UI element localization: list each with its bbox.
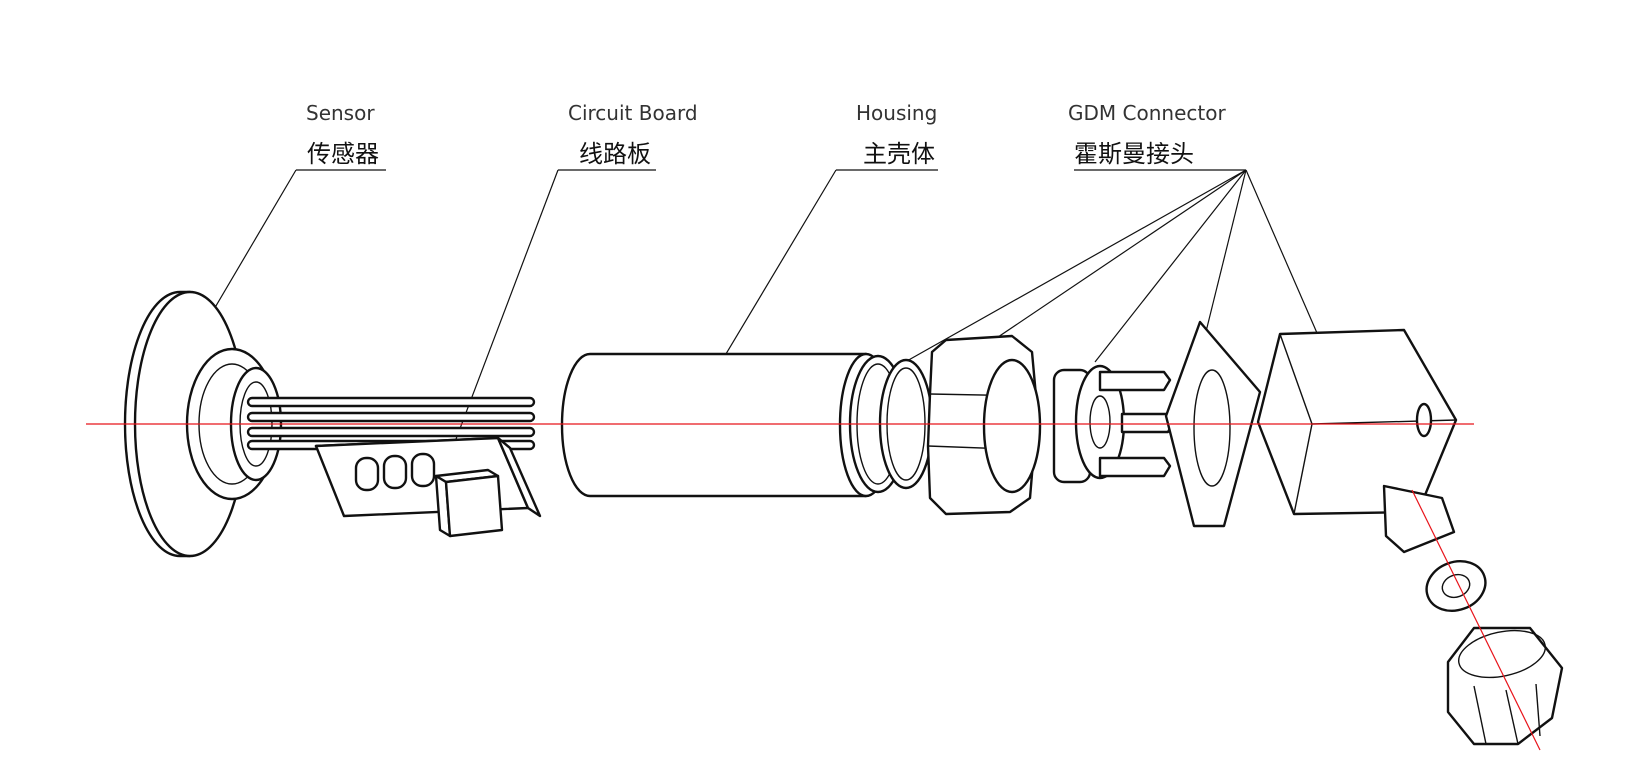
label-circuit-board-en: Circuit Board	[568, 101, 698, 125]
label-gdm-connector: GDM Connector 霍斯曼接头	[897, 101, 1335, 373]
gasket-hole	[1193, 369, 1231, 487]
label-sensor-en: Sensor	[306, 101, 375, 125]
leader-line-circuit-board	[441, 169, 559, 477]
label-gdm-connector-zh: 霍斯曼接头	[1074, 140, 1194, 168]
circuit-board-side-edge	[496, 436, 542, 518]
connector-body-edge-1	[1279, 333, 1313, 425]
label-sensor-zh: 传感器	[307, 140, 379, 168]
hex-nut-bore	[982, 358, 1042, 494]
housing-tube	[560, 352, 868, 498]
cable-gland-opening	[1458, 629, 1546, 679]
capacitor-2	[382, 454, 408, 490]
cable-outlet	[1382, 484, 1456, 554]
label-gdm-connector-en: GDM Connector	[1068, 101, 1226, 125]
connector-blade-top	[1098, 370, 1172, 392]
connector-insert-hub	[1089, 395, 1111, 449]
relay-front	[444, 474, 504, 538]
leader-line-gdm-insert	[1094, 169, 1247, 363]
label-sensor: Sensor 传感器	[189, 101, 386, 351]
center-axis-gland	[1411, 489, 1541, 751]
screw-hole	[1415, 402, 1433, 438]
capacitor-1	[354, 456, 380, 492]
cable-gland-nut	[1446, 626, 1564, 746]
gdm-connector-part	[848, 320, 1564, 746]
cable-sleeve	[1425, 560, 1487, 612]
connector-blade-middle	[1120, 412, 1174, 434]
label-circuit-board-zh: 线路板	[579, 140, 651, 168]
sensor-pin-3	[246, 426, 536, 438]
label-housing-zh: 主壳体	[863, 140, 935, 168]
circuit-board-part	[314, 436, 542, 538]
leader-line-gdm-nut	[957, 169, 1247, 365]
sensor-pin-2	[246, 411, 536, 423]
connector-body-edge-3	[1293, 423, 1313, 515]
leader-line-gdm-seal-ring	[897, 169, 1247, 367]
label-housing: Housing 主壳体	[701, 101, 938, 395]
cable-sleeve-bore	[1441, 573, 1471, 599]
label-circuit-board: Circuit Board 线路板	[441, 101, 698, 477]
label-housing-en: Housing	[856, 101, 937, 125]
capacitor-3	[410, 452, 436, 488]
sensor-pin-1	[246, 396, 536, 408]
gland-flute-2	[1505, 689, 1519, 745]
gland-flute-1	[1473, 685, 1487, 745]
gland-flute-3	[1535, 683, 1541, 737]
housing-part	[560, 352, 894, 498]
connector-blade-bottom	[1098, 456, 1172, 478]
